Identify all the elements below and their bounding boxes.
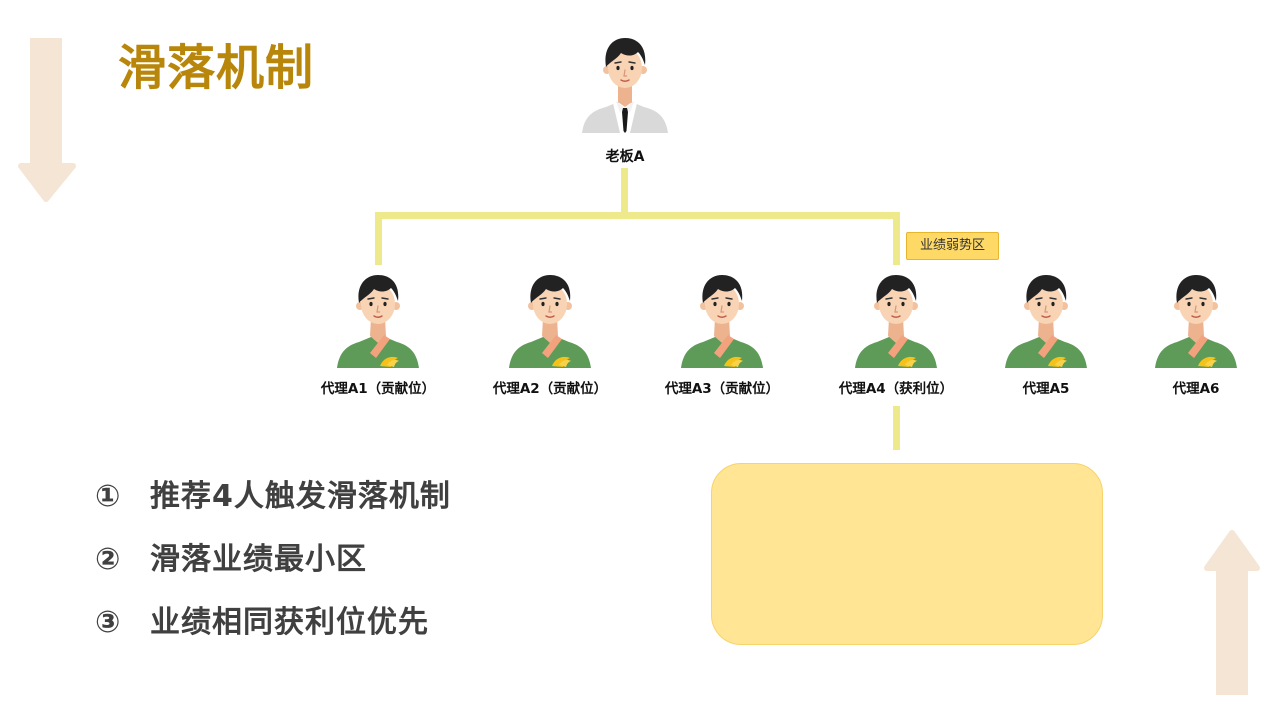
connector-a4-down <box>893 406 900 450</box>
root-label: 老板A <box>605 149 645 165</box>
connector-horizontal <box>375 212 900 219</box>
agent-node: 代理A1（贡献位） <box>298 272 458 399</box>
agent-avatar-icon <box>507 272 593 368</box>
up-arrow-icon <box>1204 530 1260 695</box>
rule-text: 推荐4人触发滑落机制 <box>150 479 451 514</box>
rule-item: ① 推荐4人触发滑落机制 <box>95 478 451 516</box>
down-arrow-icon <box>18 38 76 202</box>
weak-zone-badge: 业绩弱势区 <box>906 232 999 260</box>
agent-label: 代理A3（贡献位） <box>664 381 780 397</box>
slide-down-box <box>711 463 1103 645</box>
agent-label: 代理A6 <box>1172 381 1220 397</box>
rule-number: ③ <box>95 605 121 640</box>
rule-item: ② 滑落业绩最小区 <box>95 541 367 579</box>
agent-avatar-icon <box>853 272 939 368</box>
rule-item: ③ 业绩相同获利位优先 <box>95 604 429 642</box>
rule-text: 业绩相同获利位优先 <box>150 605 429 640</box>
connector-root-down <box>621 168 628 215</box>
agent-label: 代理A2（贡献位） <box>492 381 608 397</box>
agent-avatar-icon <box>335 272 421 368</box>
slide-title: 滑落机制 <box>118 40 315 96</box>
agent-node: 代理A5 <box>966 272 1126 399</box>
connector-to-a4 <box>893 212 900 265</box>
agent-node: 代理A6 <box>1116 272 1276 399</box>
agent-label: 代理A1（贡献位） <box>320 381 436 397</box>
agent-avatar-icon <box>679 272 765 368</box>
agent-avatar-icon <box>1153 272 1239 368</box>
rule-number: ① <box>95 479 121 514</box>
root-node: 老板A <box>545 35 705 167</box>
businessman-avatar-icon <box>580 35 670 133</box>
rule-number: ② <box>95 542 121 577</box>
agent-node: 代理A4（获利位） <box>816 272 976 399</box>
agent-label: 代理A4（获利位） <box>838 381 954 397</box>
rule-text: 滑落业绩最小区 <box>150 542 367 577</box>
connector-to-a1 <box>375 212 382 265</box>
agent-node: 代理A2（贡献位） <box>470 272 630 399</box>
agent-label: 代理A5 <box>1022 381 1070 397</box>
agent-node: 代理A3（贡献位） <box>642 272 802 399</box>
agent-avatar-icon <box>1003 272 1089 368</box>
